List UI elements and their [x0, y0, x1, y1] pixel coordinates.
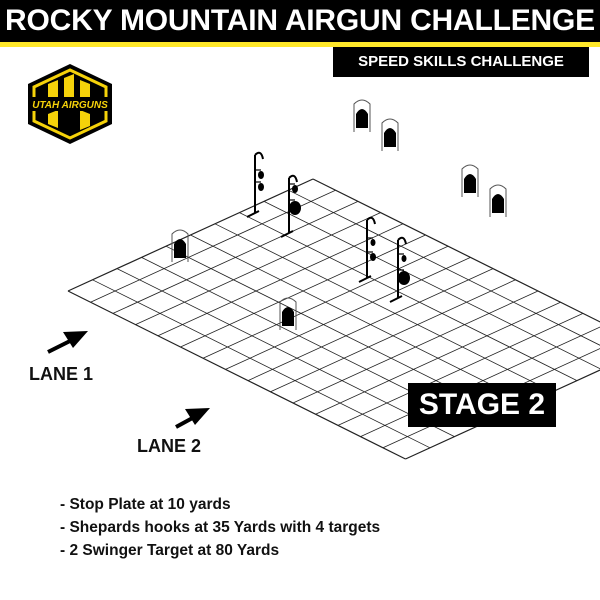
stage-badge: STAGE 2 — [408, 383, 556, 427]
utah-airguns-logo: UTAH AIRGUNS — [28, 64, 112, 144]
subtitle: SPEED SKILLS CHALLENGE — [358, 53, 564, 70]
lane-2-label: LANE 2 — [137, 436, 202, 456]
range-grid — [67, 178, 600, 460]
lane-2-arrow — [175, 408, 210, 429]
logo-text: UTAH AIRGUNS — [32, 100, 108, 111]
lane-1-label: LANE 1 — [29, 364, 94, 384]
shepards-hook-target — [389, 236, 410, 303]
accent-stripe — [0, 42, 600, 47]
stop-plate-target — [461, 164, 479, 197]
stop-plate-target — [381, 118, 399, 151]
note-item: - Shepards hooks at 35 Yards with 4 targ… — [60, 519, 381, 536]
stop-plate-target — [489, 184, 507, 217]
stage-notes: - Stop Plate at 10 yards - Shepards hook… — [60, 493, 580, 562]
shepards-hook-target — [358, 216, 376, 283]
page-title: ROCKY MOUNTAIN AIRGUN CHALLENGE — [5, 4, 595, 37]
shepards-hook-target — [280, 174, 301, 238]
note-item: - Stop Plate at 10 yards — [60, 496, 231, 513]
stop-plate-target — [171, 229, 189, 262]
note-item: - 2 Swinger Target at 80 Yards — [60, 542, 280, 559]
lane-1-arrow — [47, 331, 88, 354]
stop-plates — [171, 99, 507, 330]
title-bar: ROCKY MOUNTAIN AIRGUN CHALLENGE — [0, 0, 600, 42]
subtitle-box: SPEED SKILLS CHALLENGE — [333, 47, 589, 77]
stop-plate-target — [279, 297, 297, 330]
shepards-hook-target — [246, 151, 264, 218]
stop-plate-target — [353, 99, 371, 132]
stage-label: STAGE 2 — [418, 388, 546, 421]
shepards-hooks — [246, 151, 410, 303]
